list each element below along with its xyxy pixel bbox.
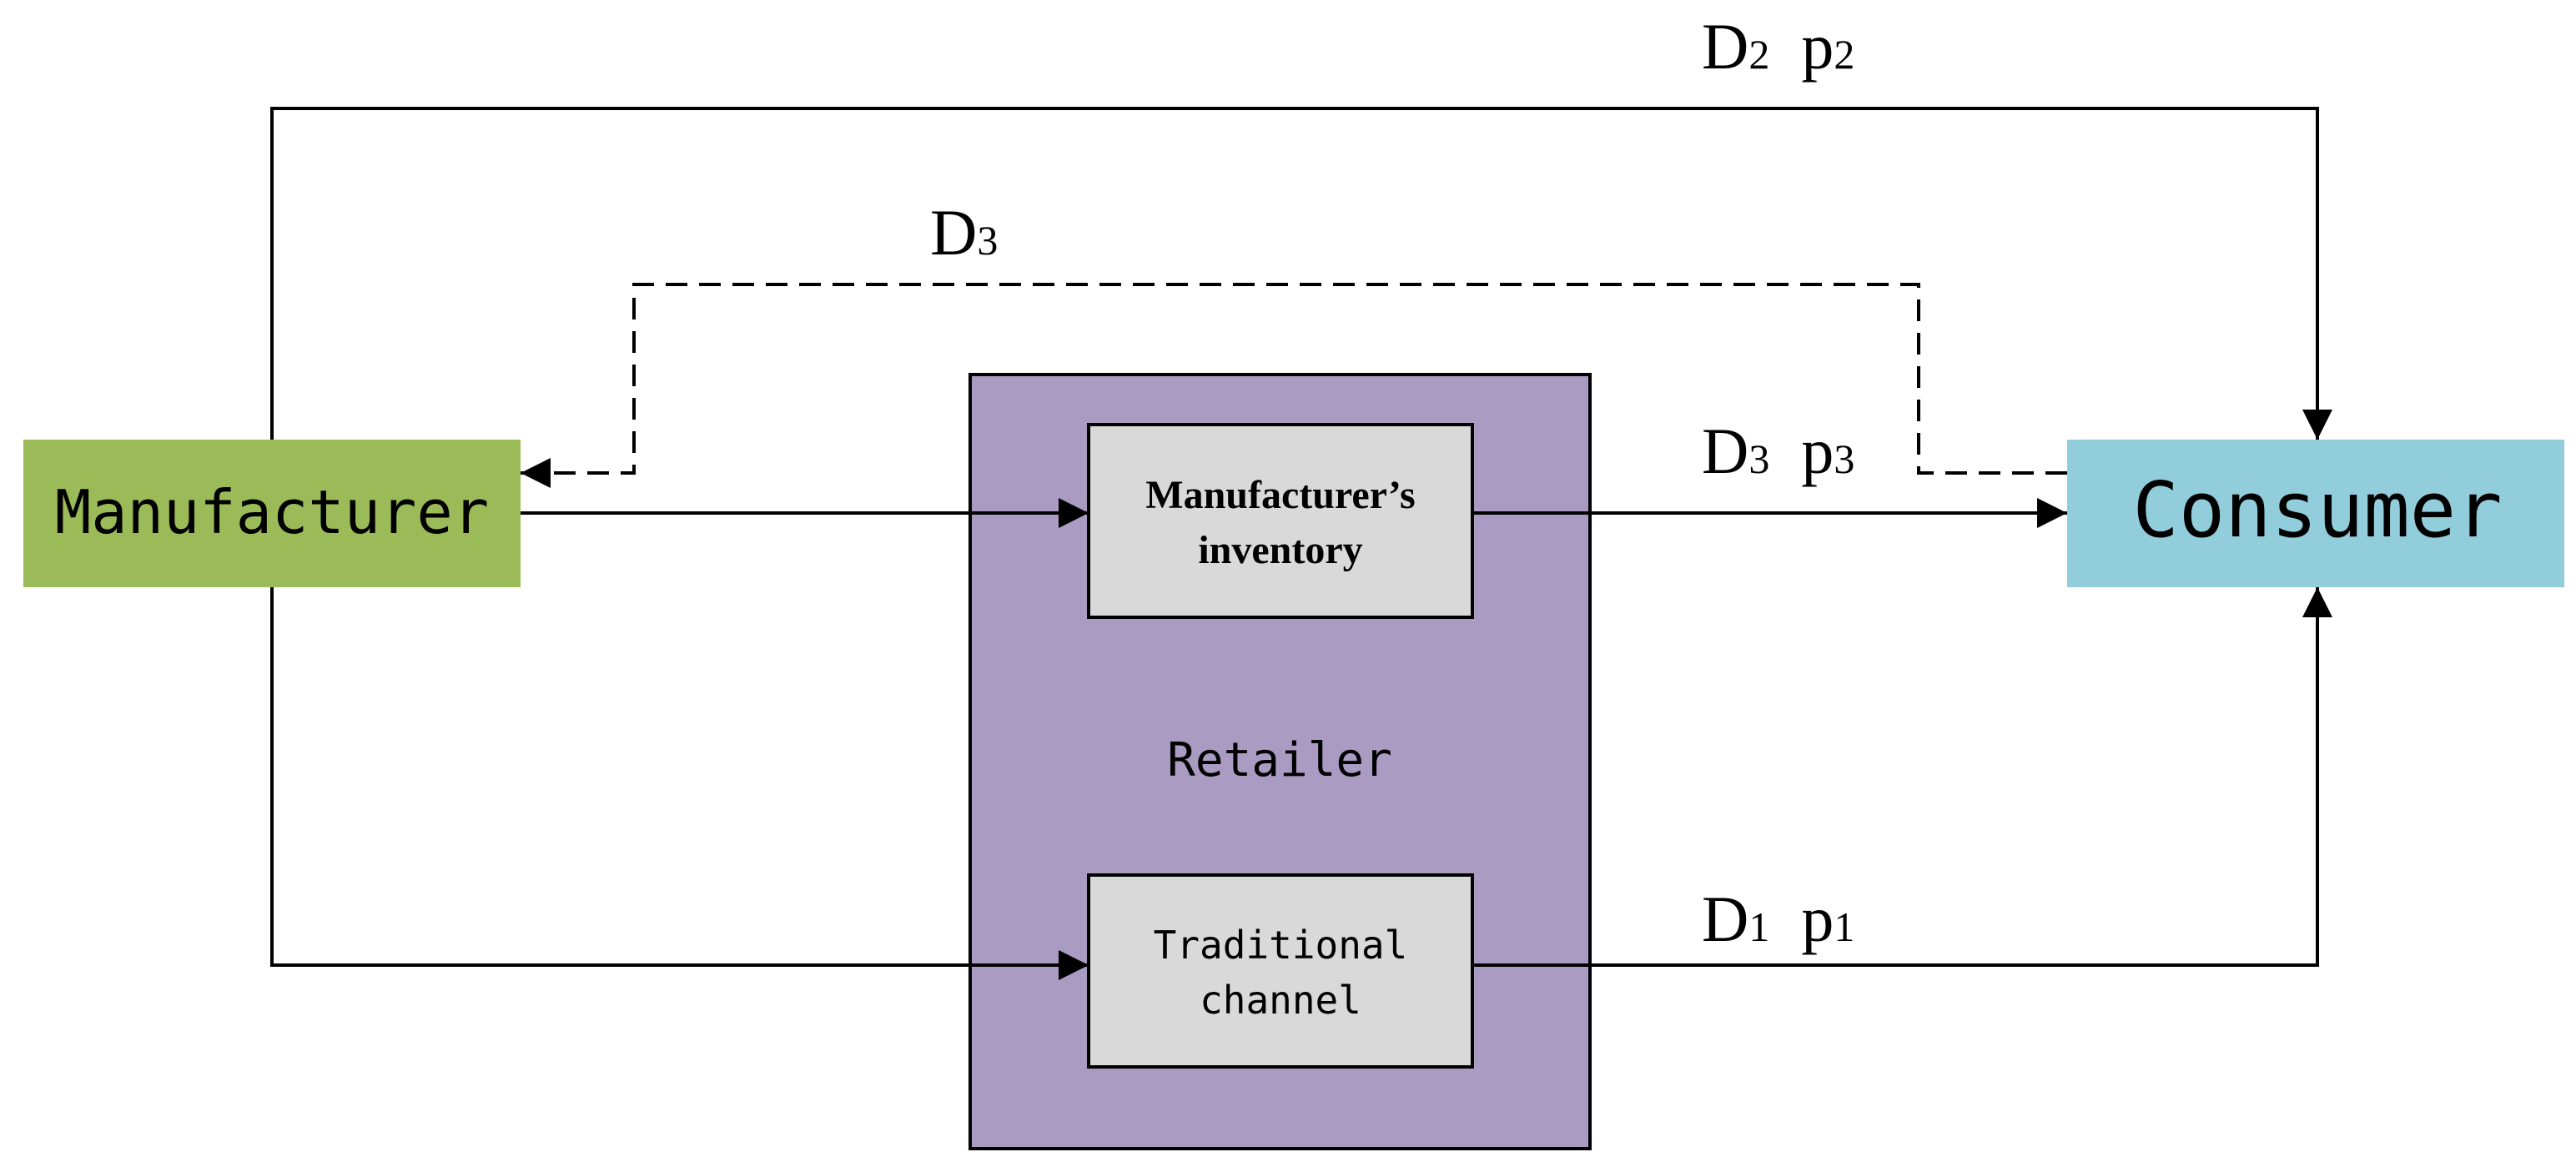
inventory-demand-symbol: D <box>1702 415 1748 487</box>
manufacturer-box <box>23 440 521 587</box>
consumer-box <box>2067 440 2564 587</box>
inventory-box <box>1087 423 1474 619</box>
return-flow-line <box>521 283 2067 488</box>
direct-price-subscript: 2 <box>1834 31 1854 78</box>
traditional-price-symbol: p <box>1801 883 1834 955</box>
direct-channel-line <box>270 107 2332 440</box>
traditional-label-line1: Traditional <box>1154 923 1408 968</box>
traditional-to-consumer-arrow <box>1472 587 2332 967</box>
traditional-demand-symbol: D <box>1702 883 1748 955</box>
direct-price-symbol: p <box>1801 10 1834 83</box>
direct-demand-symbol: D <box>1702 10 1748 83</box>
inventory-label-line2: inventory <box>1198 528 1362 572</box>
traditional-price-subscript: 1 <box>1834 903 1854 950</box>
manufacturer-label: Manufacturer <box>55 477 489 547</box>
return-demand-symbol: D <box>930 196 977 269</box>
traditional-demand-subscript: 1 <box>1748 903 1769 950</box>
retailer-label: Retailer <box>1167 733 1392 787</box>
direct-demand-subscript: 2 <box>1748 31 1769 78</box>
return-flow-label: D3 <box>930 196 998 269</box>
inventory-label-line1: Manufacturer’s <box>1145 473 1415 517</box>
inventory-price-symbol: p <box>1801 415 1834 487</box>
return-demand-subscript: 3 <box>977 217 998 264</box>
inventory-price-subscript: 3 <box>1834 435 1854 482</box>
consumer-label: Consumer <box>2132 465 2502 555</box>
traditional-channel-box <box>1087 873 1474 1069</box>
traditional-label-line2: channel <box>1200 978 1361 1023</box>
manufacturer-to-traditional-arrow <box>270 587 1089 980</box>
inventory-demand-subscript: 3 <box>1748 435 1769 482</box>
